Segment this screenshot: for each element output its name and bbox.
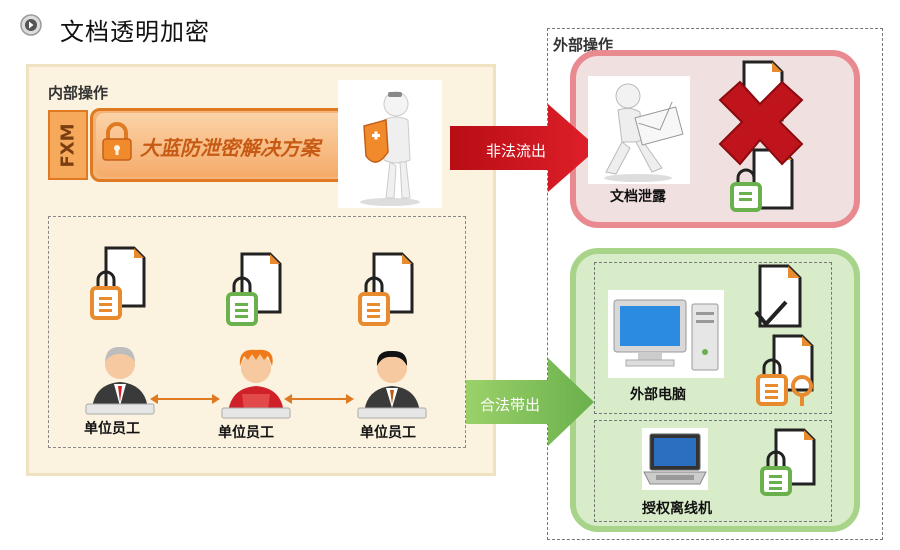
external-area [547, 28, 883, 540]
employee-label: 单位员工 [360, 425, 416, 441]
desktop-computer-icon [608, 290, 724, 378]
document-leak-icon [588, 76, 690, 184]
leak-label: 文档泄露 [610, 189, 666, 205]
legal-carry-arrow [466, 358, 594, 446]
laptop-icon [642, 428, 708, 490]
external-label: 外部操作 [553, 36, 614, 54]
employee-label: 单位员工 [218, 425, 274, 441]
illegal-outflow-arrow [450, 104, 598, 192]
external-pc-area [594, 262, 832, 414]
external-pc-label: 外部电脑 [630, 387, 686, 403]
fxm-label: FXM [57, 122, 79, 168]
padlock-icon [102, 122, 132, 161]
employee-area [48, 216, 466, 448]
exchange-arrow-icon [284, 394, 354, 404]
offline-laptop-label: 授权离线机 [642, 501, 712, 517]
employee-label: 单位员工 [84, 421, 140, 437]
locked-document-icon [226, 252, 282, 326]
blocked-document-icon [718, 60, 804, 212]
employee-icon [357, 350, 427, 419]
employee-icon [221, 349, 291, 419]
fxm-badge [48, 110, 88, 180]
exchange-arrow-icon [150, 394, 220, 404]
illegal-outflow-label: 非法流出 [486, 142, 547, 160]
solution-title: 大蓝防泄密解决方案 [140, 136, 320, 160]
locked-document-icon [760, 428, 816, 496]
locked-document-icon [90, 246, 146, 320]
page-title: 文档透明加密 [60, 18, 210, 46]
key-document-icon [756, 334, 814, 406]
approved-document-icon [754, 264, 802, 328]
title-bullet-icon [20, 14, 42, 36]
offline-laptop-area [594, 420, 832, 522]
internal-label: 内部操作 [48, 84, 109, 102]
solution-banner-inner [96, 113, 348, 177]
locked-document-icon [358, 252, 414, 326]
shield-guard-icon [338, 80, 442, 208]
employee-icon [85, 346, 155, 415]
legal-carry-label: 合法带出 [480, 396, 541, 414]
